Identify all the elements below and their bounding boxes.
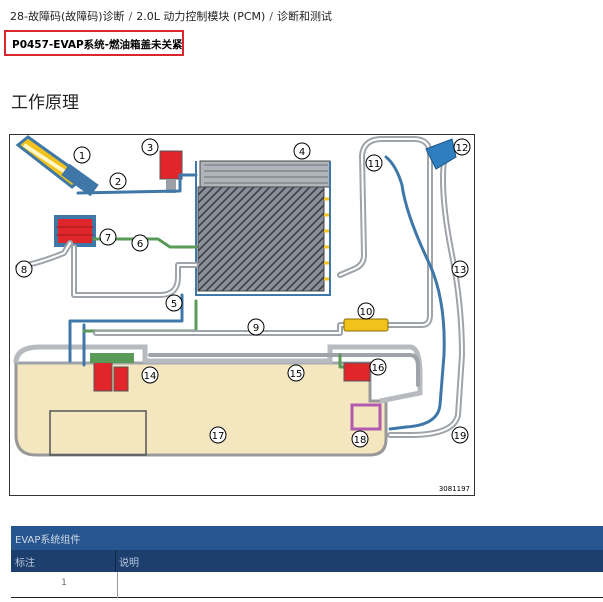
column-divider — [117, 572, 118, 598]
evap-diagram-svg — [13, 135, 465, 457]
components-table-header: EVAP系统组件 — [11, 526, 603, 550]
column-divider — [115, 550, 116, 572]
section-heading: 工作原理 — [11, 93, 79, 113]
breadcrumb-separator: / — [128, 10, 133, 23]
purge-valve-head — [61, 163, 99, 197]
fuel-tank — [14, 361, 388, 457]
canister-outlet-pipes — [324, 197, 330, 281]
table-title: EVAP系统组件 — [15, 535, 81, 546]
component-18 — [350, 403, 382, 431]
column-header-callout: 标注 — [15, 558, 35, 569]
component-7-housing — [54, 215, 96, 247]
breadcrumb-item-diagnosis[interactable]: 诊断和测试 — [277, 10, 333, 23]
table-column-header-row: 标注 说明 — [11, 550, 603, 572]
component-14-a — [93, 360, 113, 392]
column-header-description: 说明 — [119, 558, 139, 569]
fuel-pump-module — [49, 410, 147, 456]
table-cell-callout: 1 — [61, 578, 67, 588]
filler-cap — [425, 138, 457, 170]
breadcrumb-item-pcm[interactable]: 2.0L 动力控制模块 (PCM) — [136, 10, 266, 23]
evap-canister — [197, 186, 325, 292]
component-14-b — [113, 366, 129, 392]
breadcrumb: 28-故障码(故障码)诊断/2.0L 动力控制模块 (PCM)/诊断和测试 — [10, 8, 332, 24]
canister-frame — [195, 161, 331, 296]
breadcrumb-separator: / — [269, 10, 274, 23]
component-16 — [343, 362, 371, 382]
breadcrumb-item-dtc[interactable]: 28-故障码(故障码)诊断 — [10, 10, 125, 23]
dtc-title: P0457-EVAP系统-燃油箱盖未关紧 — [12, 39, 183, 51]
component-10 — [343, 318, 389, 332]
dtc-highlight-box: P0457-EVAP系统-燃油箱盖未关紧 — [4, 30, 184, 56]
table-row: 1 — [11, 572, 603, 598]
evap-system-diagram: 1 2 3 4 5 6 7 8 9 10 11 12 13 14 15 16 1… — [9, 134, 475, 496]
